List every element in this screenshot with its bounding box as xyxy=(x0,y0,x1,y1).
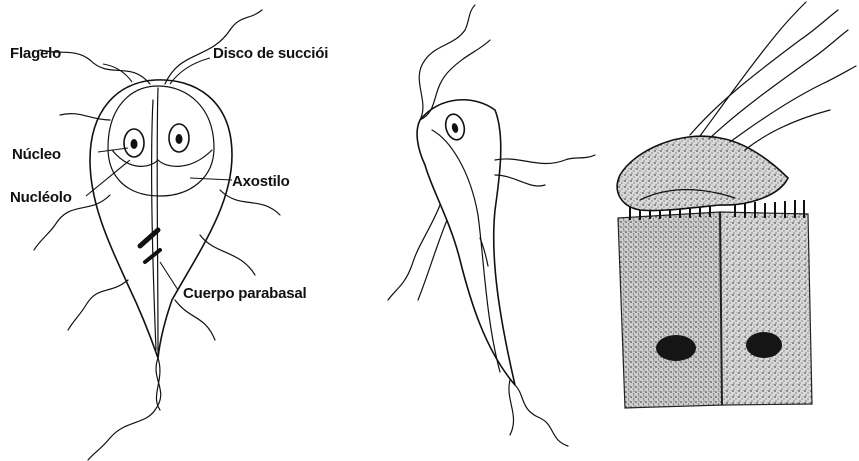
epithelial-cell-left xyxy=(618,212,722,408)
trophozoite-lateral-view xyxy=(388,5,595,446)
attached-trophozoite xyxy=(617,136,788,210)
trophozoite-ventral-view xyxy=(34,10,280,460)
label-flagelo: Flagelo xyxy=(10,45,61,62)
label-disco-de-succion: Disco de succiói xyxy=(213,45,328,62)
label-cuerpo-parabasal: Cuerpo parabasal xyxy=(183,285,307,302)
label-nucleolo: Nucléolo xyxy=(10,189,72,206)
lateral-flagella xyxy=(388,5,595,446)
epithelium-attachment-view xyxy=(617,2,856,408)
epithelial-cell-right xyxy=(720,212,812,405)
axostyle xyxy=(157,88,158,355)
parabasal-body xyxy=(140,230,158,246)
lateral-body xyxy=(417,100,515,385)
epithelial-nucleus-left xyxy=(656,335,696,361)
attached-flagella xyxy=(690,2,856,150)
label-axostilo: Axostilo xyxy=(232,173,290,190)
label-nucleo: Núcleo xyxy=(12,146,61,163)
epithelial-nucleus-right xyxy=(746,332,782,358)
